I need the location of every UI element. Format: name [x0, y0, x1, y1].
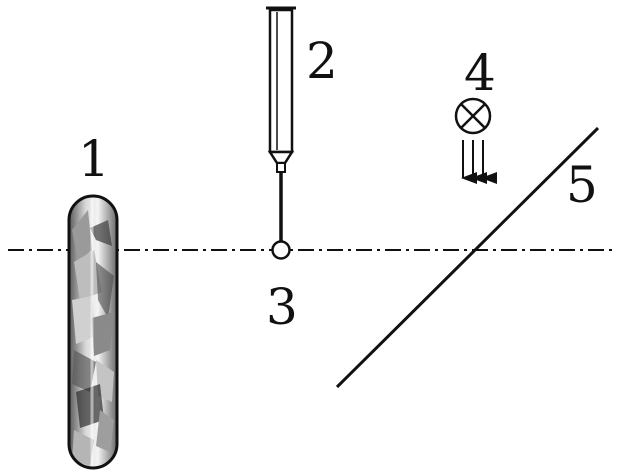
- droplet: [271, 240, 291, 260]
- crossed-circle-lamp-icon: [454, 97, 492, 135]
- rod: [67, 194, 119, 470]
- rod-texture: [72, 196, 114, 468]
- label-rod: 1: [78, 130, 110, 188]
- syringe: [266, 6, 296, 242]
- downward-arrows-icon: [461, 140, 497, 184]
- label-droplet: 3: [266, 278, 298, 336]
- label-mirror: 5: [566, 156, 598, 214]
- label-syringe: 2: [306, 32, 338, 90]
- label-lamp: 4: [464, 44, 496, 102]
- mirror: [335, 126, 600, 389]
